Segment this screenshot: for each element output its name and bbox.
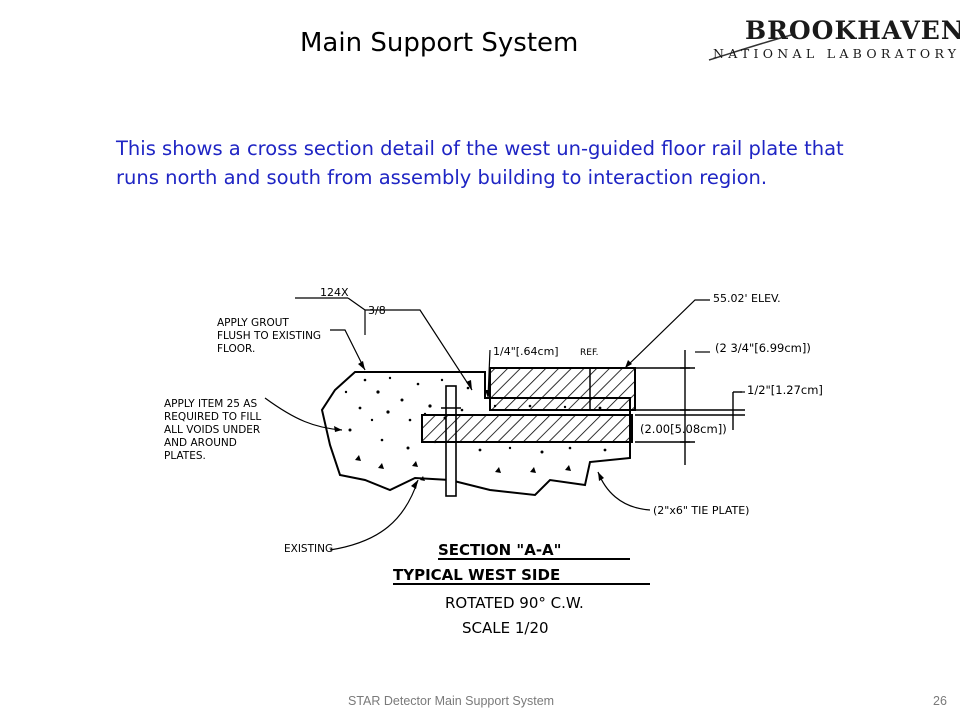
ref-quarter-dimension: 1/4"[.64cm] (493, 345, 559, 358)
logo-subtitle: NATIONAL LABORATORY (713, 46, 960, 61)
rail-plate-top (489, 367, 636, 411)
slide-description: This shows a cross section detail of the… (116, 137, 844, 189)
existing-label: EXISTING (284, 543, 333, 555)
item25-note-line5: PLATES. (164, 450, 206, 462)
page-number: 26 (933, 694, 947, 708)
elevation-label: 55.02' ELEV. (713, 292, 781, 305)
grout-note-line2: FLUSH TO EXISTING (217, 330, 321, 342)
section-title: SECTION "A-A" (438, 541, 561, 559)
cross-section-drawing: 124X 3/8 APPLY GROUT FLUSH TO EXISTING F… (164, 286, 823, 637)
tie-plate-label: (2"x6" TIE PLATE) (653, 504, 749, 517)
tie-plate-thickness-dimension: (2.00[5.08cm]) (640, 422, 727, 436)
tie-plate (421, 414, 633, 443)
grout-note-line1: APPLY GROUT (217, 317, 289, 329)
scale-note: SCALE 1/20 (462, 619, 549, 637)
weld-quantity-label: 124X (320, 286, 349, 299)
grout-note-line3: FLOOR. (217, 343, 255, 355)
item25-note-line4: AND AROUND (164, 437, 237, 449)
half-inch-dimension: 1/2"[1.27cm] (747, 383, 823, 397)
rotation-note: ROTATED 90° C.W. (445, 594, 584, 612)
slide-footer: STAR Detector Main Support System (348, 694, 555, 708)
top-plate-dimension: (2 3/4"[6.99cm]) (715, 341, 811, 355)
ref-label: REF. (580, 348, 599, 358)
logo-swoosh-icon (708, 33, 796, 61)
weld-size-label: 3/8 (368, 304, 386, 317)
item25-note-line2: REQUIRED TO FILL (164, 411, 261, 423)
item25-note-line1: APPLY ITEM 25 AS (164, 398, 257, 410)
logo-name: BROOKHAVEN (745, 16, 960, 45)
section-subtitle: TYPICAL WEST SIDE (393, 566, 560, 584)
slide-title: Main Support System (300, 28, 579, 58)
item25-note-line3: ALL VOIDS UNDER (164, 424, 260, 436)
brookhaven-logo: BROOKHAVEN NATIONAL LABORATORY (705, 12, 960, 70)
